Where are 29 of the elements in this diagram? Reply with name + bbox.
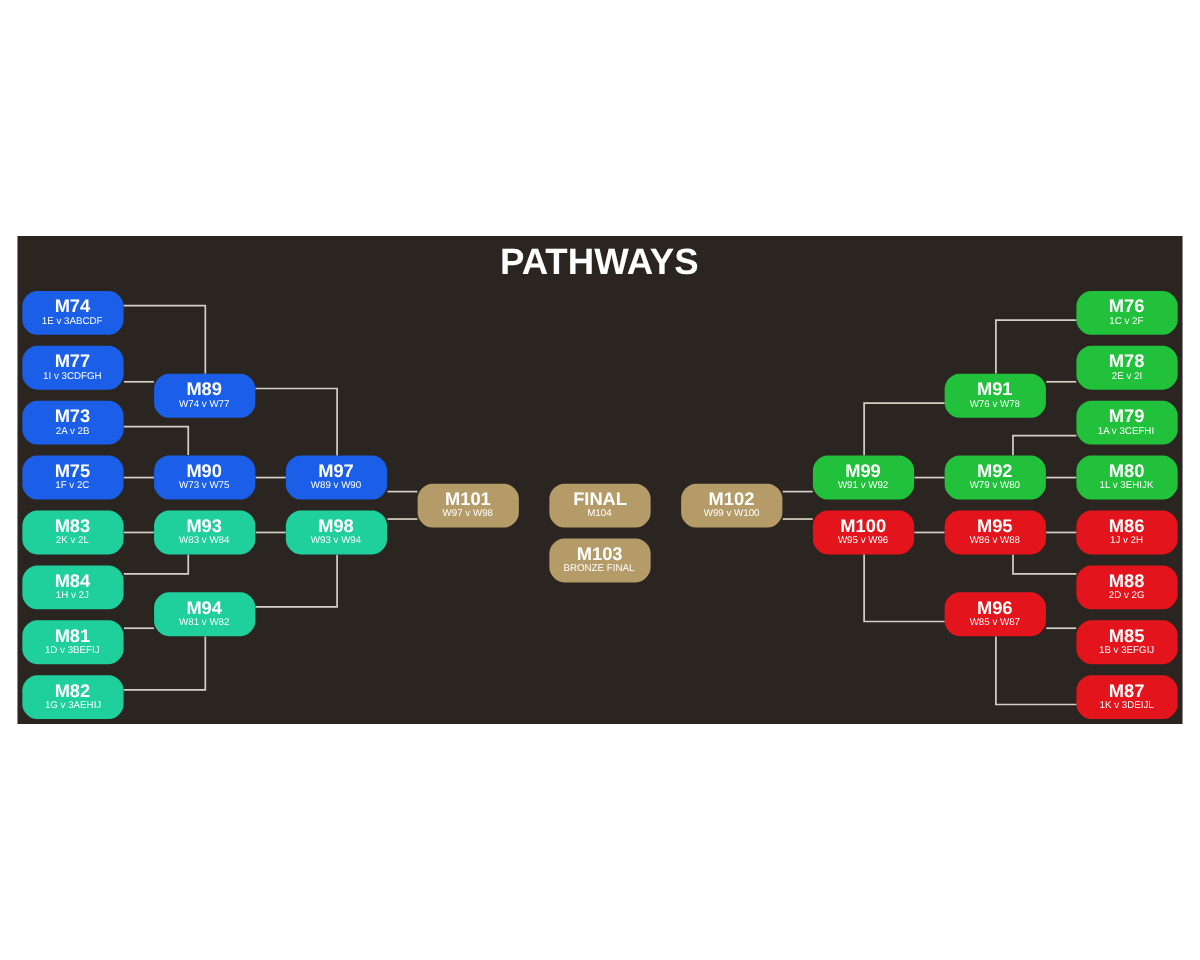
connector [254, 553, 338, 608]
connector [995, 635, 1078, 706]
connector [386, 518, 419, 520]
connector [122, 635, 207, 691]
connector [1045, 627, 1078, 630]
connector [122, 304, 207, 375]
connector [781, 490, 814, 493]
connector [254, 531, 287, 534]
connector [863, 402, 946, 457]
connector [123, 380, 155, 383]
connector [781, 518, 814, 520]
connector [123, 425, 190, 456]
diagram-title: PATHWAYS [499, 239, 699, 282]
connector [254, 476, 287, 479]
connector [386, 490, 419, 493]
connector [123, 531, 155, 534]
connector [995, 319, 1078, 375]
connector [123, 627, 155, 630]
connector [863, 553, 946, 623]
connector [1012, 434, 1078, 456]
connector [123, 553, 190, 575]
connector [254, 387, 338, 457]
connector [913, 476, 946, 479]
connector [123, 476, 155, 479]
connector [1012, 553, 1078, 575]
connector [1045, 531, 1078, 534]
connector [1045, 380, 1078, 383]
connector [913, 531, 946, 534]
connector [1045, 476, 1078, 479]
